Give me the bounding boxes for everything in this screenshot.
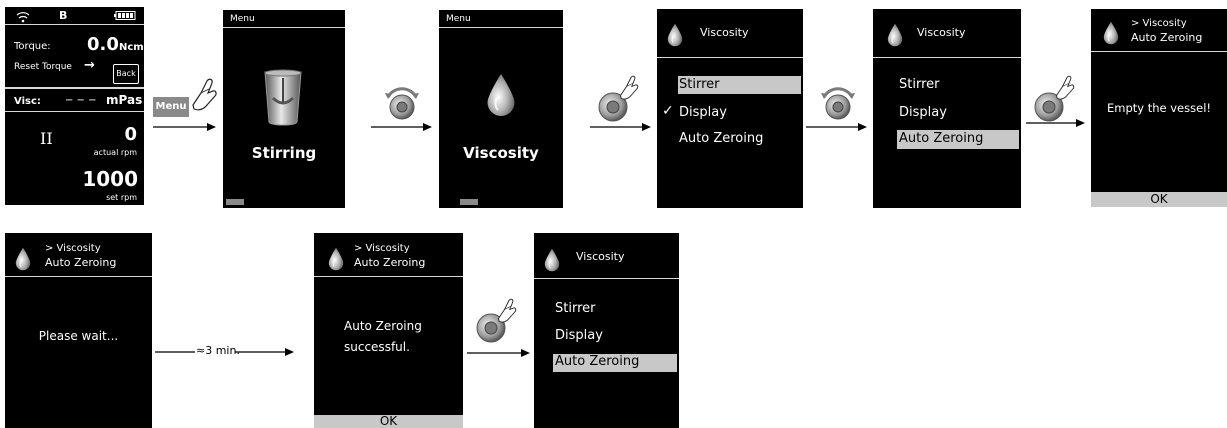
visc-unit: mPas [106,93,143,107]
status-text-line2: successful. [344,340,410,354]
flow-arrow [590,123,651,131]
menu-item-stirrer[interactable]: Stirrer [899,77,940,92]
droplet-icon [887,23,903,47]
menu-item-stirrer[interactable]: Stirrer [679,77,720,92]
breadcrumb: > Viscosity [354,243,410,254]
selection-highlight [897,130,1019,149]
press-hand-icon [1046,73,1076,103]
menu-item-label: Stirring [251,144,317,162]
flow-arrow [153,123,216,131]
page-indicator [460,199,478,205]
auto-zeroing-success-screen: > Viscosity Auto Zeroing Auto Zeroing su… [314,233,463,428]
page-indicator [226,199,244,205]
back-button[interactable]: Back [113,64,139,84]
selection-highlight [678,76,801,94]
menu-item-auto-zeroing[interactable]: Auto Zeroing [899,131,984,146]
breadcrumb: > Viscosity [1131,18,1187,29]
wait-duration-label: ≈3 min. [196,344,240,357]
droplet-icon [328,247,344,271]
flow-arrow [806,123,867,131]
menu-item-display[interactable]: Display [899,105,947,120]
actual-rpm-value: 0 [124,124,137,145]
flow-arrow [467,349,530,357]
menu-item-stirrer[interactable]: Stirrer [555,301,596,316]
screen-subtitle: Auto Zeroing [45,256,117,269]
menu-key[interactable]: Menu [153,97,189,117]
reset-arrow-icon: → [84,58,95,73]
set-rpm-value: 1000 [82,167,138,191]
screen-header: Menu [446,14,471,24]
empty-vessel-screen: > Viscosity Auto Zeroing Empty the vesse… [1091,9,1227,207]
viscosity-submenu-screen: Viscosity Stirrer Display Auto Zeroing [534,233,679,428]
menu-stirring-screen: Menu Stirring [223,10,345,208]
mode-indicator: B [59,9,68,22]
press-hand-icon [610,73,640,103]
rotate-knob-icon [382,83,422,123]
screen-header: Menu [230,14,255,24]
menu-item-display[interactable]: Display [555,328,603,343]
menu-item-label: Viscosity [463,144,539,162]
menu-item-auto-zeroing[interactable]: Auto Zeroing [679,131,764,146]
please-wait-screen: > Viscosity Auto Zeroing Please wait... [5,233,152,428]
screen-title: Viscosity [917,26,966,39]
menu-item-auto-zeroing[interactable]: Auto Zeroing [555,354,640,369]
viscosity-submenu-screen: Viscosity Stirrer ✓ Display Auto Zeroing [657,9,803,208]
press-hand-icon [488,296,518,326]
flow-arrow [371,123,432,131]
status-text: Please wait... [38,329,119,343]
actual-rpm-label: actual rpm [93,148,137,157]
battery-icon [114,11,136,20]
visc-dashes: − − − [65,95,97,106]
menu-viscosity-screen: Menu Viscosity [439,10,563,208]
menu-item-display[interactable]: Display [679,105,727,120]
breadcrumb: > Viscosity [45,243,101,254]
droplet-icon [15,247,31,271]
droplet-icon [667,23,683,47]
home-screen: B Torque: 0.0 Ncm Reset Torque → Back Vi… [5,7,144,205]
droplet-icon [1103,21,1119,45]
torque-label: Torque: [14,41,51,52]
droplet-icon [544,248,560,272]
ok-button[interactable]: OK [314,415,463,428]
droplet-icon [486,70,516,120]
torque-unit: Ncm [119,42,144,53]
screen-title: Viscosity [700,26,749,39]
flow-arrow [1026,119,1085,127]
reset-torque-label: Reset Torque [14,62,72,72]
rotate-knob-icon [818,83,858,123]
pause-icon: II [40,129,53,148]
screen-title: Viscosity [576,250,625,263]
instruction-text: Empty the vessel! [1106,101,1211,115]
press-hand-icon [179,75,219,115]
viscosity-submenu-screen: Viscosity Stirrer Display Auto Zeroing [873,9,1021,208]
checkmark-icon: ✓ [662,103,674,119]
selection-highlight [553,354,677,372]
screen-subtitle: Auto Zeroing [354,256,426,269]
torque-value: 0.0 [87,34,119,55]
set-rpm-label: set rpm [106,193,137,202]
beaker-icon [264,69,302,126]
status-text-line1: Auto Zeroing [344,319,422,333]
visc-label: Visc: [14,96,41,107]
ok-button[interactable]: OK [1091,192,1227,207]
screen-subtitle: Auto Zeroing [1131,31,1203,44]
wifi-icon [16,12,30,23]
wait-arrow: ≈3 min. [155,343,295,361]
